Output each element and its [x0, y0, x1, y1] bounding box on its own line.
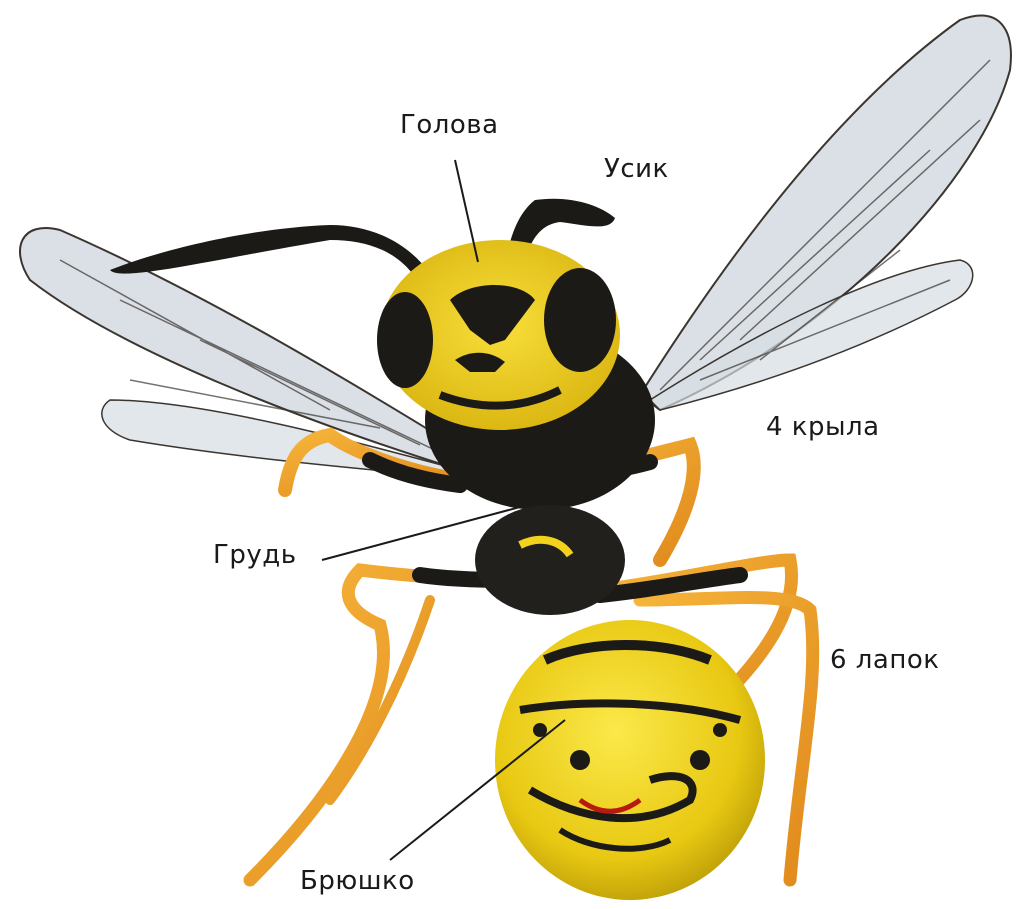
label-wings: 4 крыла	[766, 412, 880, 442]
abdomen	[495, 620, 765, 900]
right-wings	[640, 16, 1011, 410]
label-legs: 6 лапок	[830, 645, 939, 675]
label-chest: Грудь	[213, 540, 297, 570]
label-head: Голова	[400, 110, 499, 140]
label-belly: Брюшко	[300, 866, 415, 896]
label-antenna: Усик	[604, 154, 669, 184]
